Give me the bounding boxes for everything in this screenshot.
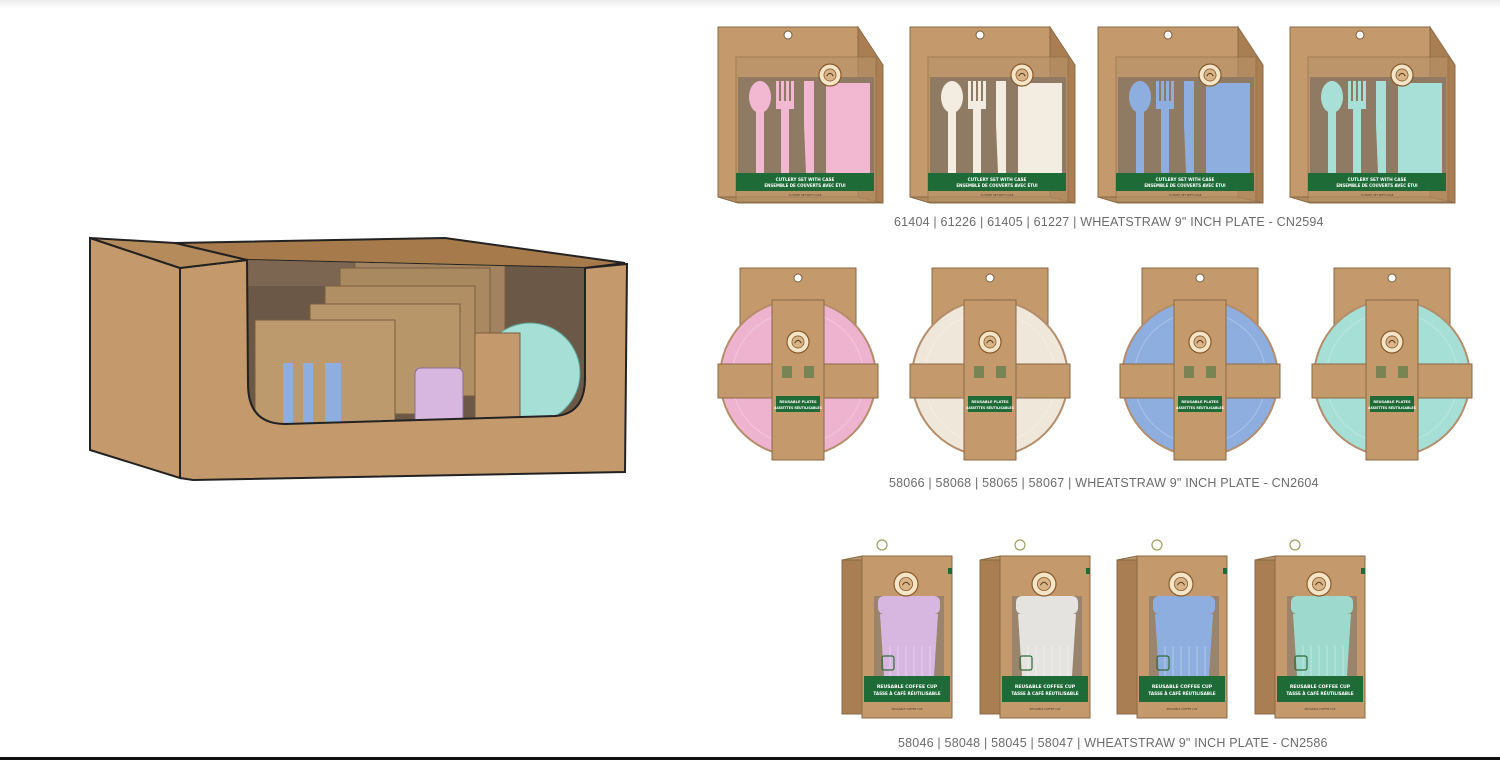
cup-lid: [1291, 596, 1353, 614]
hang-hole-icon: [1355, 30, 1365, 40]
cup-fineprint: REUSABLE COFFEE CUP: [1305, 707, 1336, 711]
cup-fineprint: REUSABLE COFFEE CUP: [1030, 707, 1061, 711]
brand-badge-icon: [1031, 571, 1057, 597]
hang-hole-icon: [985, 273, 995, 283]
plate-label-line1: REUSABLE PLATES: [971, 400, 1009, 404]
cup-lid: [878, 596, 940, 614]
cutlery-label-line2: ENSEMBLE DE COUVERTS AVEC ÉTUI: [764, 183, 846, 188]
hang-hole-icon: [975, 30, 985, 40]
spoon-icon: [1129, 81, 1151, 113]
plate-label-line2: ASSIETTES RÉUTILISABLES: [966, 405, 1014, 410]
brand-badge-icon: [1198, 63, 1222, 87]
knife-icon: [1376, 81, 1386, 173]
cutlery-label-line1: CUTLERY SET WITH CASE: [968, 177, 1027, 182]
cutlery-case: [1206, 83, 1250, 173]
plates-row-caption: 58066 | 58068 | 58065 | 58067 | WHEATSTR…: [889, 476, 1319, 490]
brand-badge-icon: [1188, 330, 1212, 354]
fork-icon: [968, 81, 986, 173]
plate-label-line1: REUSABLE PLATES: [1373, 400, 1411, 404]
spoon-icon: [1321, 81, 1343, 113]
brand-badge-icon: [1168, 571, 1194, 597]
hang-hole-icon: [793, 273, 803, 283]
hang-hole-icon: [1163, 30, 1173, 40]
plate-label-line2: ASSIETTES RÉUTILISABLES: [774, 405, 822, 410]
cup-label-line2: TASSE À CAFÉ RÉUTILISABLE: [873, 691, 940, 696]
cup-label-line1: REUSABLE COFFEE CUP: [1015, 684, 1076, 690]
top-shadow-band: [0, 0, 1500, 8]
plate-label-line1: REUSABLE PLATES: [1181, 400, 1219, 404]
knife-icon: [1184, 81, 1194, 173]
cup-label-line1: REUSABLE COFFEE CUP: [877, 684, 938, 690]
cup-icon: [1018, 614, 1076, 676]
display-tray: [89, 236, 629, 482]
cutlery-fineprint: CUTLERY SET WITH CASE: [981, 193, 1014, 197]
cutlery-label-line1: CUTLERY SET WITH CASE: [776, 177, 835, 182]
spoon-icon: [749, 81, 771, 113]
cup-icon: [1293, 614, 1351, 676]
hang-hole-icon: [783, 30, 793, 40]
cup-label-line2: TASSE À CAFÉ RÉUTILISABLE: [1286, 691, 1353, 696]
hang-tab-icon: [1151, 539, 1163, 551]
cutlery-label-line1: CUTLERY SET WITH CASE: [1156, 177, 1215, 182]
cutlery-label-line2: ENSEMBLE DE COUVERTS AVEC ÉTUI: [1144, 183, 1226, 188]
cup-label-line1: REUSABLE COFFEE CUP: [1290, 684, 1351, 690]
cutlery-case: [1018, 83, 1062, 173]
brand-badge-icon: [978, 330, 1002, 354]
fork-icon: [776, 81, 794, 173]
brand-badge-icon: [786, 330, 810, 354]
cup-label-line2: TASSE À CAFÉ RÉUTILISABLE: [1148, 691, 1215, 696]
brand-badge-icon: [1306, 571, 1332, 597]
cutlery-case: [1398, 83, 1442, 173]
cutlery-case: [826, 83, 870, 173]
fork-icon: [1348, 81, 1366, 173]
plate-label-line1: REUSABLE PLATES: [779, 400, 817, 404]
knife-icon: [996, 81, 1006, 173]
bottom-border: [0, 757, 1500, 760]
fork-icon: [1156, 81, 1174, 173]
cups-row-caption: 58046 | 58048 | 58045 | 58047 | WHEATSTR…: [898, 736, 1328, 750]
cup-label-line2: TASSE À CAFÉ RÉUTILISABLE: [1011, 691, 1078, 696]
cutlery-row-caption: 61404 | 61226 | 61405 | 61227 | WHEATSTR…: [894, 215, 1324, 229]
cutlery-fineprint: CUTLERY SET WITH CASE: [789, 193, 822, 197]
cutlery-label-line1: CUTLERY SET WITH CASE: [1348, 177, 1407, 182]
cup-fineprint: REUSABLE COFFEE CUP: [892, 707, 923, 711]
cup-lid: [1016, 596, 1078, 614]
brand-badge-icon: [893, 571, 919, 597]
brand-badge-icon: [1380, 330, 1404, 354]
cup-lid: [1153, 596, 1215, 614]
brand-badge-icon: [1010, 63, 1034, 87]
spoon-icon: [941, 81, 963, 113]
cutlery-fineprint: CUTLERY SET WITH CASE: [1169, 193, 1202, 197]
knife-icon: [804, 81, 814, 173]
cup-fineprint: REUSABLE COFFEE CUP: [1167, 707, 1198, 711]
hang-hole-icon: [1195, 273, 1205, 283]
hang-tab-icon: [1014, 539, 1026, 551]
hang-hole-icon: [1387, 273, 1397, 283]
cutlery-fineprint: CUTLERY SET WITH CASE: [1361, 193, 1394, 197]
cup-icon: [1155, 614, 1213, 676]
plate-label-line2: ASSIETTES RÉUTILISABLES: [1368, 405, 1416, 410]
cutlery-label-line2: ENSEMBLE DE COUVERTS AVEC ÉTUI: [956, 183, 1038, 188]
cup-label-line1: REUSABLE COFFEE CUP: [1152, 684, 1213, 690]
cup-icon: [880, 614, 938, 676]
hang-tab-icon: [876, 539, 888, 551]
plate-label-line2: ASSIETTES RÉUTILISABLES: [1176, 405, 1224, 410]
hang-tab-icon: [1289, 539, 1301, 551]
cutlery-label-line2: ENSEMBLE DE COUVERTS AVEC ÉTUI: [1336, 183, 1418, 188]
brand-badge-icon: [818, 63, 842, 87]
brand-badge-icon: [1390, 63, 1414, 87]
